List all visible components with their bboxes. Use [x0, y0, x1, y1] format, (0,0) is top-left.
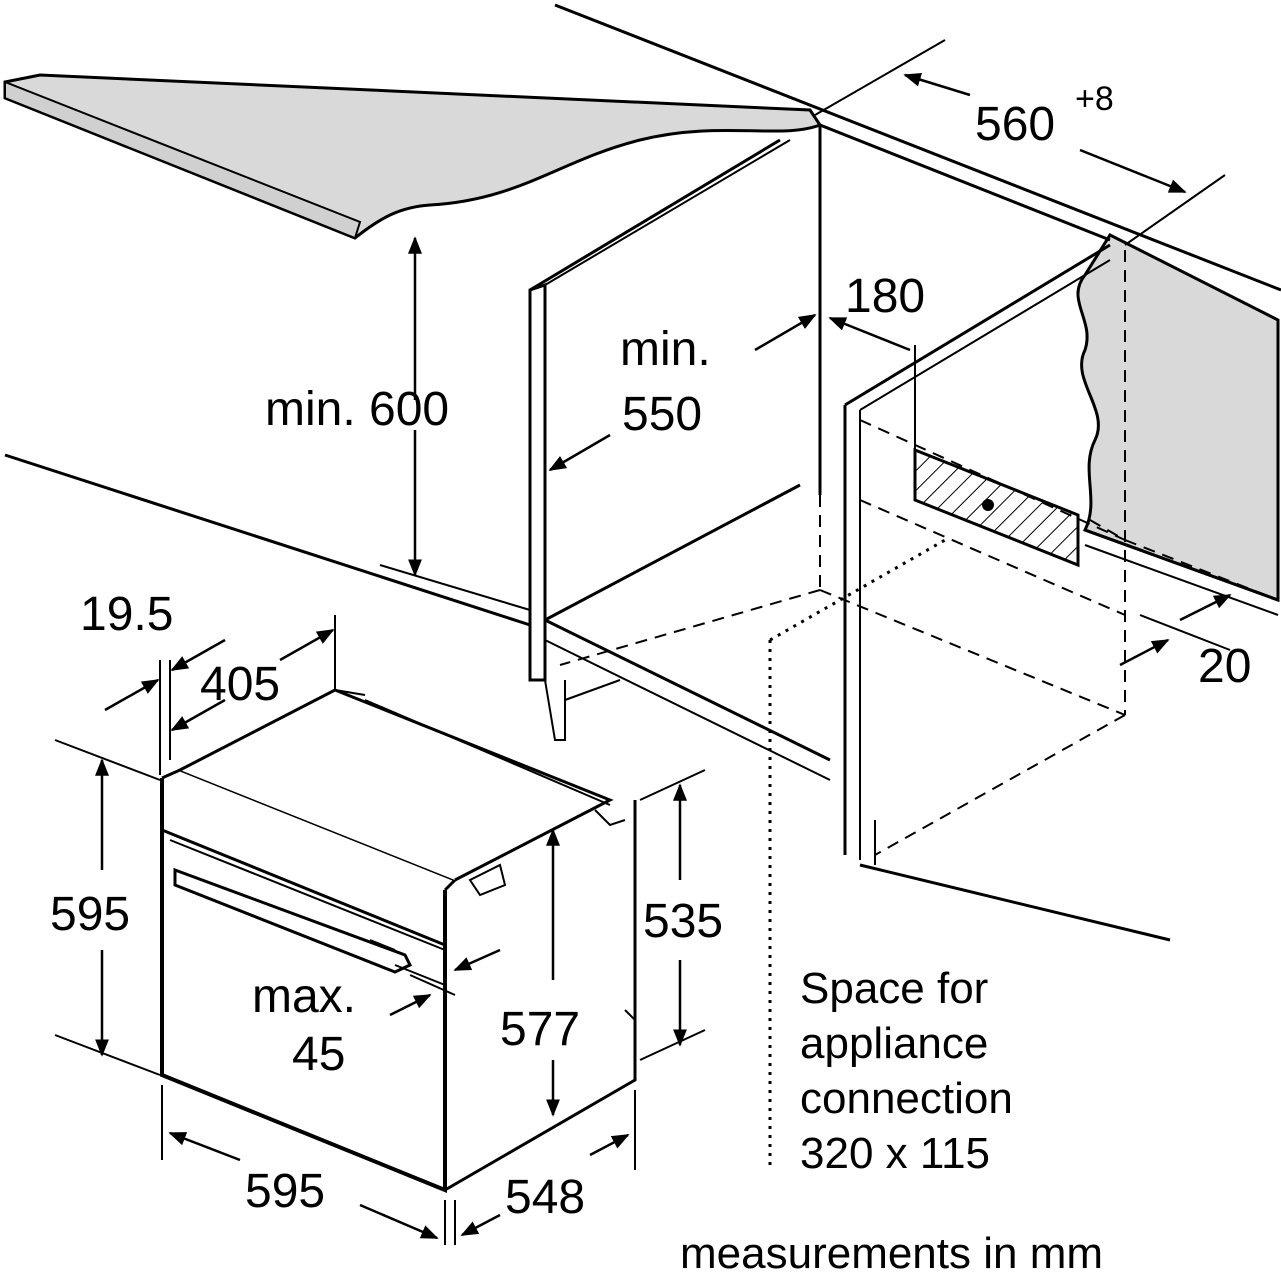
label-counter-width: 560	[975, 98, 1055, 151]
cabinet-niche	[4, 3, 1281, 942]
dimension-labels: 560 +8 min. 600 min. 550 180 20 19.5 405…	[50, 80, 1251, 1224]
label-oven-depth: 548	[505, 1171, 585, 1224]
worktop	[3, 73, 823, 240]
label-body-height: 535	[643, 895, 723, 948]
label-handle-value: 45	[292, 1028, 345, 1081]
note-line-2: appliance	[800, 1019, 988, 1068]
socket-block	[913, 345, 1080, 568]
label-oven-width: 595	[245, 1165, 325, 1218]
label-min-depth-value: 550	[622, 388, 702, 441]
label-rear-gap: 20	[1198, 640, 1251, 693]
oven	[160, 688, 637, 1193]
note-line-3: connection	[800, 1074, 1013, 1123]
label-top-offset: 405	[200, 658, 280, 711]
units-footer: measurements in mm	[680, 1229, 1103, 1278]
label-min-height: min. 600	[265, 383, 449, 436]
label-min-depth-prefix: min.	[620, 323, 711, 376]
right-counter	[1076, 233, 1280, 616]
label-handle-max: max.	[252, 970, 356, 1023]
note-line-1: Space for	[800, 964, 988, 1013]
label-inner-height: 577	[500, 1003, 580, 1056]
label-socket-offset: 180	[845, 270, 925, 323]
note-line-4: 320 x 115	[800, 1129, 990, 1178]
label-oven-height: 595	[50, 888, 130, 941]
label-trim-thickness: 19.5	[80, 588, 173, 641]
connection-space	[768, 538, 946, 1170]
connection-note: Space for appliance connection 320 x 115	[800, 964, 1013, 1178]
dimension-lines	[54, 39, 1232, 1245]
hidden-lines	[559, 250, 1279, 856]
label-counter-width-tolerance: +8	[1075, 80, 1114, 118]
